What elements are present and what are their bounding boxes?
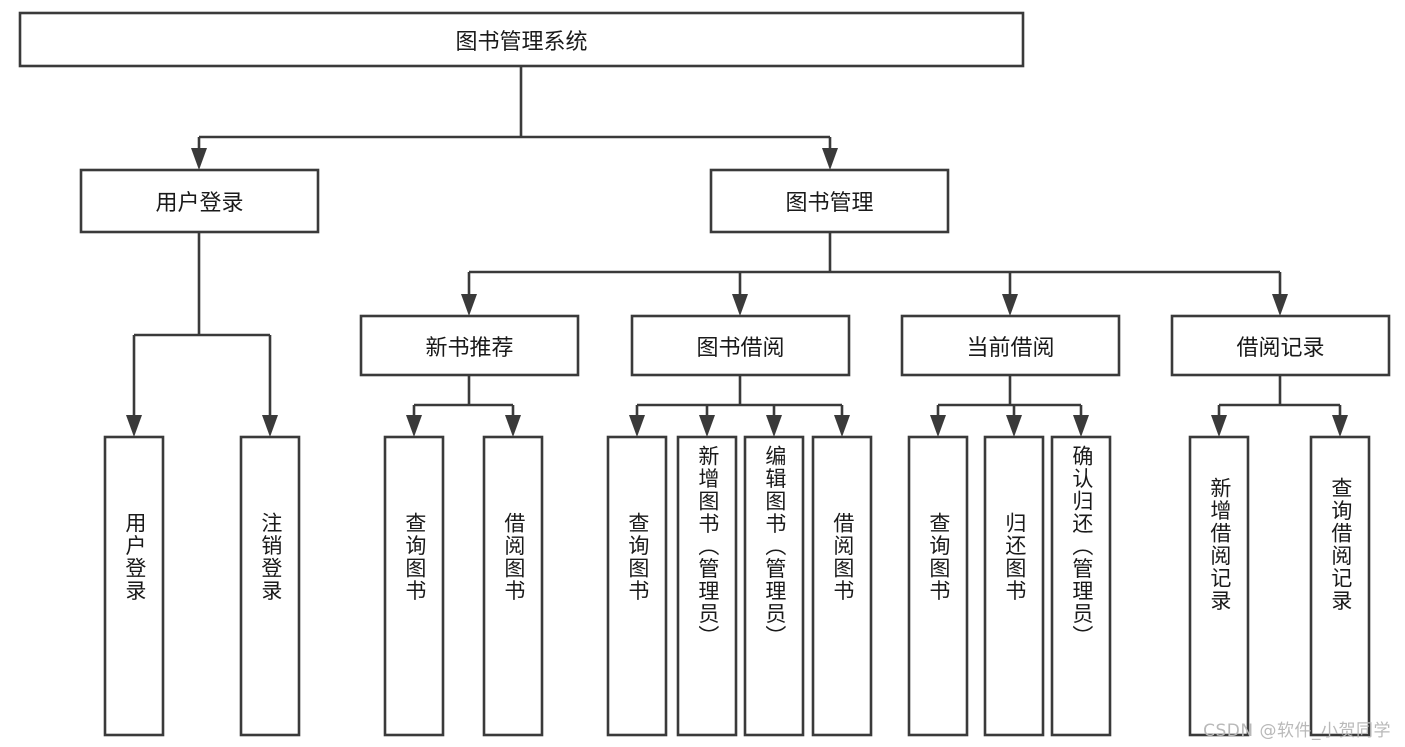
connector-user-login-to-leaves: [126, 232, 278, 437]
connector-borrow-record-to-leaves: [1211, 375, 1348, 437]
connector-root-to-level2: [191, 66, 838, 170]
connector-book-manage-to-level3: [461, 232, 1288, 316]
node-box-leaf-confirm-return[interactable]: [1050, 435, 1112, 737]
node-box-leaf-query-book-1[interactable]: [383, 435, 445, 737]
node-box-new-book-rec[interactable]: [359, 314, 580, 377]
watermark-text: CSDN @软件_小贺同学: [1203, 721, 1391, 741]
node-box-leaf-add-book[interactable]: [676, 435, 738, 737]
node-box-user-login[interactable]: [79, 168, 320, 234]
node-box-leaf-query-book-2[interactable]: [606, 435, 668, 737]
connector-current-borrow-to-leaves: [930, 375, 1089, 437]
node-box-borrow-record[interactable]: [1170, 314, 1391, 377]
node-box-leaf-user-login[interactable]: [103, 435, 165, 737]
node-box-book-borrow[interactable]: [630, 314, 851, 377]
node-box-leaf-return-book[interactable]: [983, 435, 1045, 737]
connector-new-book-rec-to-leaves: [406, 375, 521, 437]
node-box-root[interactable]: [18, 11, 1025, 68]
node-box-book-manage[interactable]: [709, 168, 950, 234]
node-box-leaf-logout[interactable]: [239, 435, 301, 737]
node-box-leaf-query-record[interactable]: [1309, 435, 1371, 737]
node-box-leaf-edit-book[interactable]: [743, 435, 805, 737]
node-box-leaf-add-record[interactable]: [1188, 435, 1250, 737]
node-box-leaf-borrow-book-1[interactable]: [482, 435, 544, 737]
connector-book-borrow-to-leaves: [629, 375, 850, 437]
node-box-leaf-borrow-book-2[interactable]: [811, 435, 873, 737]
node-box-leaf-query-book-3[interactable]: [907, 435, 969, 737]
node-box-current-borrow[interactable]: [900, 314, 1121, 377]
